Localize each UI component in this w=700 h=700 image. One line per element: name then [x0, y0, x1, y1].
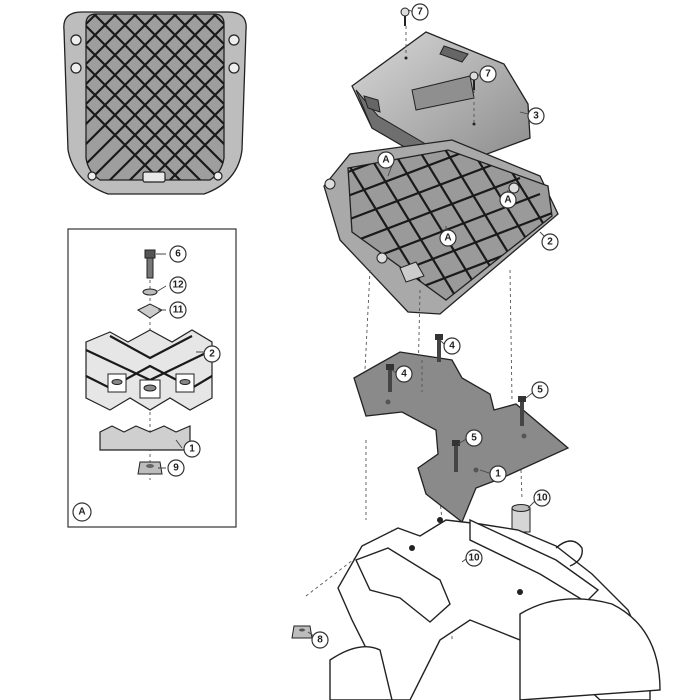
callout-12: 12 — [169, 276, 187, 294]
callout-1-inset: 1 — [183, 440, 201, 458]
callout-a-right: A — [499, 191, 517, 209]
callout-4-right: 4 — [443, 337, 461, 355]
screw-7-upper — [400, 7, 410, 26]
svg-text:12: 12 — [172, 280, 184, 291]
bolt-6 — [144, 249, 156, 279]
svg-text:2: 2 — [209, 349, 215, 360]
nut-8 — [291, 625, 313, 639]
baseplate-2 — [323, 139, 559, 315]
svg-text:1: 1 — [189, 444, 195, 455]
callout-10-left: 10 — [465, 549, 483, 567]
callout-a-top: A — [377, 151, 395, 169]
bolt-4-left — [386, 364, 394, 392]
inset-label-a: A — [72, 502, 92, 522]
mounting-plate-1 — [353, 351, 570, 524]
svg-text:5: 5 — [537, 385, 543, 396]
svg-text:6: 6 — [175, 249, 181, 260]
callout-10-right: 10 — [533, 489, 551, 507]
callout-5-left: 5 — [465, 429, 483, 447]
callout-3: 3 — [527, 107, 545, 125]
callout-7-upper: 7 — [411, 3, 429, 21]
callout-11: 11 — [169, 301, 187, 319]
svg-text:2: 2 — [547, 237, 553, 248]
svg-text:7: 7 — [417, 7, 423, 18]
svg-text:8: 8 — [317, 635, 323, 646]
spacer-10-right — [511, 504, 531, 533]
svg-text:10: 10 — [536, 493, 548, 504]
svg-text:7: 7 — [485, 69, 491, 80]
callout-6: 6 — [169, 245, 187, 263]
callout-8: 8 — [311, 631, 329, 649]
svg-text:A: A — [78, 507, 85, 518]
baseplate-top-view — [63, 11, 247, 195]
svg-text:10: 10 — [468, 553, 480, 564]
svg-text:5: 5 — [471, 433, 477, 444]
callout-a-mid: A — [439, 229, 457, 247]
baseplate-grid — [86, 14, 224, 180]
callout-7-lower: 7 — [479, 65, 497, 83]
bolt-5-right — [518, 396, 526, 426]
svg-text:11: 11 — [173, 305, 184, 316]
callout-5-right: 5 — [531, 381, 549, 399]
svg-text:A: A — [444, 233, 451, 244]
svg-text:A: A — [382, 155, 389, 166]
washer-12 — [142, 288, 158, 296]
callout-4-left: 4 — [395, 365, 413, 383]
callout-2: 2 — [541, 233, 559, 251]
plate-section-1 — [99, 425, 191, 451]
bolt-5-left — [452, 440, 460, 472]
callout-1: 1 — [489, 465, 507, 483]
motorcycle-rear-frame — [329, 517, 661, 700]
svg-text:9: 9 — [173, 463, 179, 474]
svg-text:4: 4 — [401, 369, 407, 380]
svg-text:3: 3 — [533, 111, 539, 122]
nut-9 — [137, 461, 163, 475]
grid-section-2 — [85, 329, 213, 411]
callout-9: 9 — [167, 459, 185, 477]
svg-text:A: A — [504, 195, 511, 206]
inset-detail-a — [67, 228, 237, 528]
bolt-4-right — [435, 334, 443, 362]
callout-2-inset: 2 — [203, 345, 221, 363]
svg-text:1: 1 — [495, 469, 501, 480]
svg-text:4: 4 — [449, 341, 455, 352]
